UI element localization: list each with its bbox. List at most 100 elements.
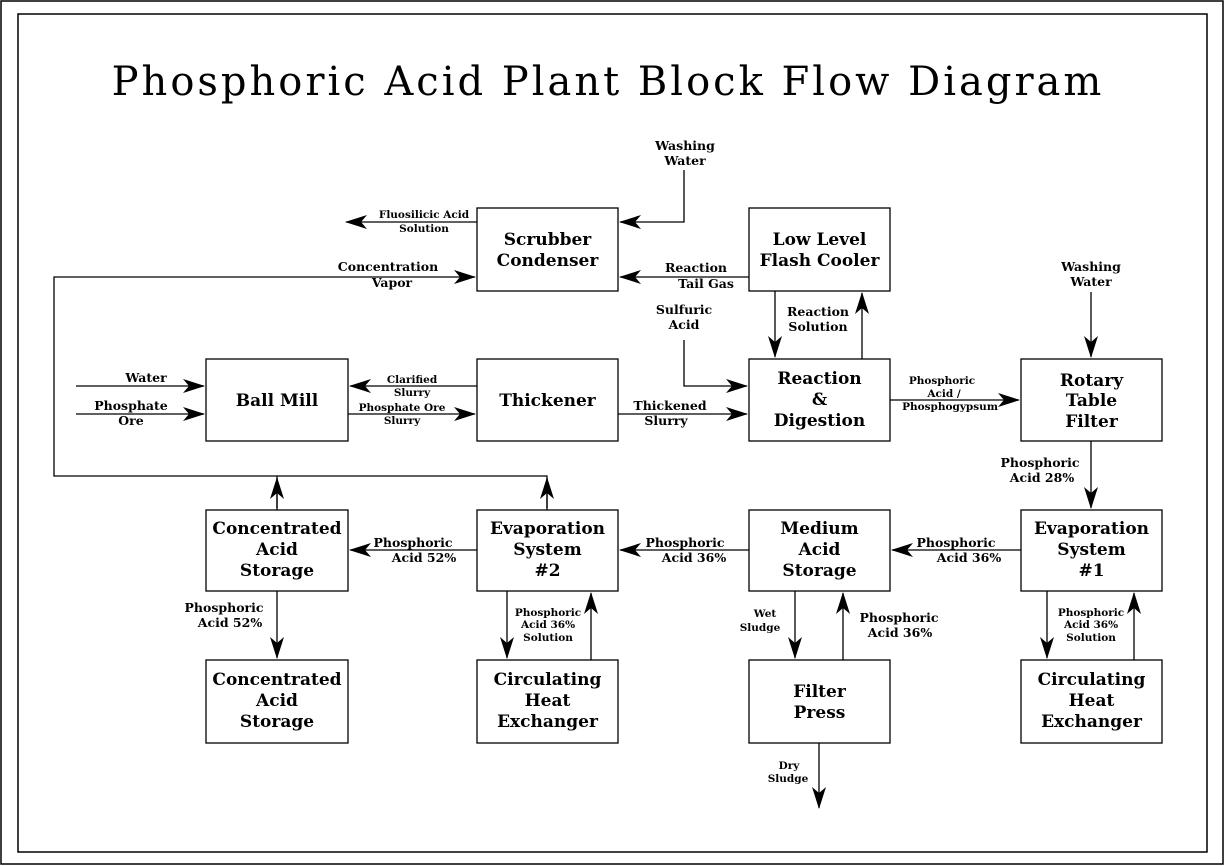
svg-text:Acid 36%: Acid 36%: [867, 625, 933, 640]
label-acid-36-solution-2: Phosphoric Acid 36% Solution: [515, 607, 581, 644]
block-medium-acid-storage: Medium Acid Storage: [748, 509, 891, 592]
block-label: Press: [794, 703, 846, 723]
svg-text:Water: Water: [1069, 274, 1112, 289]
block-label: Acid: [798, 540, 841, 560]
block-label: Thickener: [499, 391, 597, 411]
block-evaporation-system-1: Evaporation System #1: [1020, 509, 1163, 592]
stream-vapor-from-evap-2: [277, 475, 548, 508]
label-acid-phosphogypsum: Phosphoric Acid / Phosphogypsum: [902, 375, 998, 413]
block-label: Filter: [793, 682, 847, 702]
svg-text:Dry: Dry: [779, 760, 801, 772]
block-label: Circulating: [1038, 670, 1146, 690]
block-label: System: [513, 540, 581, 560]
svg-text:Thickened: Thickened: [633, 398, 706, 413]
label-washing-water-top: Washing Water: [654, 138, 715, 168]
svg-text:Phosphoric: Phosphoric: [1001, 455, 1080, 470]
svg-text:Wet: Wet: [753, 608, 777, 620]
block-label: Acid: [255, 540, 298, 560]
label-concentration-vapor: Concentration Vapor: [338, 259, 438, 290]
label-acid-36-a: Phosphoric Acid 36%: [646, 535, 727, 565]
svg-text:Phosphate: Phosphate: [94, 398, 168, 413]
block-rotary-table-filter: Rotary Table Filter: [1020, 358, 1163, 442]
block-label: Circulating: [494, 670, 602, 690]
stream-sulfuric-acid: [683, 340, 748, 393]
block-label: Table: [1066, 391, 1117, 411]
label-acid-52-b: Phosphoric Acid 52%: [185, 600, 264, 630]
label-phosphate-ore-slurry: Phosphate Ore Slurry: [359, 402, 446, 427]
svg-text:Slurry: Slurry: [384, 415, 421, 427]
svg-text:Clarified: Clarified: [387, 374, 438, 386]
svg-text:Phosphoric: Phosphoric: [515, 607, 581, 619]
block-concentrated-acid-storage-1: Concentrated Acid Storage: [205, 509, 349, 592]
svg-text:Acid 36%: Acid 36%: [520, 619, 575, 631]
block-circulating-heat-exchanger-1: Circulating Heat Exchanger: [1020, 659, 1163, 744]
svg-text:Concentration: Concentration: [338, 259, 438, 274]
svg-text:Phosphogypsum: Phosphogypsum: [902, 401, 998, 413]
svg-text:Sulfuric: Sulfuric: [656, 302, 713, 317]
stream-washing-water-to-scrubber: [619, 170, 685, 229]
block-reaction-digestion: Reaction & Digestion: [748, 358, 891, 442]
svg-text:Reaction: Reaction: [787, 304, 849, 319]
svg-text:Solution: Solution: [1066, 632, 1116, 644]
svg-text:Solution: Solution: [399, 223, 449, 235]
block-label: Evaporation: [1034, 519, 1149, 539]
block-label: Digestion: [774, 411, 865, 431]
svg-text:Acid 36%: Acid 36%: [661, 550, 727, 565]
block-label: Exchanger: [497, 712, 599, 732]
svg-text:Acid: Acid: [668, 317, 700, 332]
block-ball-mill: Ball Mill: [205, 358, 349, 442]
block-label: Heat: [525, 691, 571, 711]
block-label: Exchanger: [1041, 712, 1143, 732]
svg-text:Phosphoric: Phosphoric: [860, 610, 939, 625]
block-label: Low Level: [773, 230, 867, 250]
block-label: Heat: [1069, 691, 1115, 711]
svg-text:Solution: Solution: [523, 632, 573, 644]
label-reaction-solution: Reaction Solution: [787, 304, 849, 334]
label-acid-28: Phosphoric Acid 28%: [1001, 455, 1080, 485]
block-label: Concentrated: [212, 670, 341, 690]
inner-frame: [17, 13, 1208, 853]
block-label: Condenser: [497, 251, 600, 271]
label-wet-sludge: Wet Sludge: [740, 608, 781, 634]
svg-text:Phosphoric: Phosphoric: [185, 600, 264, 615]
block-label: Storage: [240, 712, 314, 732]
block-label: Scrubber: [504, 230, 593, 250]
block-label: Rotary: [1060, 371, 1124, 391]
block-label: &: [812, 390, 828, 410]
svg-text:Acid /: Acid /: [926, 388, 961, 400]
label-acid-36-c: Phosphoric Acid 36%: [860, 610, 939, 640]
block-label: Acid: [255, 691, 298, 711]
block-thickener: Thickener: [476, 358, 619, 442]
label-fluosilicic-acid: Fluosilicic Acid Solution: [379, 209, 470, 235]
label-phosphate-ore: Phosphate Ore: [94, 398, 168, 428]
block-evaporation-system-2: Evaporation System #2: [476, 509, 619, 592]
label-acid-36-solution-1: Phosphoric Acid 36% Solution: [1058, 607, 1124, 644]
label-clarified-slurry: Clarified Slurry: [387, 374, 438, 399]
block-label: Storage: [240, 561, 314, 581]
block-label: System: [1057, 540, 1125, 560]
svg-text:Washing: Washing: [1060, 259, 1121, 274]
svg-text:Phosphoric: Phosphoric: [909, 375, 975, 387]
block-label: Concentrated: [212, 519, 341, 539]
block-label: #1: [1078, 561, 1104, 581]
svg-text:Vapor: Vapor: [371, 275, 413, 290]
block-low-level-flash-cooler: Low Level Flash Cooler: [748, 207, 891, 292]
label-dry-sludge: Dry Sludge: [768, 760, 809, 785]
label-reaction-tail-gas: Reaction Tail Gas: [665, 260, 734, 291]
label-acid-52-a: Phosphoric Acid 52%: [374, 535, 457, 565]
svg-text:Slurry: Slurry: [394, 387, 431, 399]
block-scrubber-condenser: Scrubber Condenser: [476, 207, 619, 292]
diagram-title: Phosphoric Acid Plant Block Flow Diagram: [112, 59, 1105, 105]
svg-text:Ore: Ore: [118, 413, 143, 428]
svg-text:Acid 36%: Acid 36%: [936, 550, 1002, 565]
label-thickened-slurry: Thickened Slurry: [633, 398, 706, 428]
svg-text:Reaction: Reaction: [665, 260, 727, 275]
svg-text:Acid 52%: Acid 52%: [197, 615, 263, 630]
label-water: Water: [124, 370, 167, 385]
svg-text:Phosphate Ore: Phosphate Ore: [359, 402, 446, 414]
block-label: Evaporation: [490, 519, 605, 539]
svg-text:Phosphoric: Phosphoric: [917, 535, 996, 550]
svg-text:Phosphoric: Phosphoric: [646, 535, 725, 550]
